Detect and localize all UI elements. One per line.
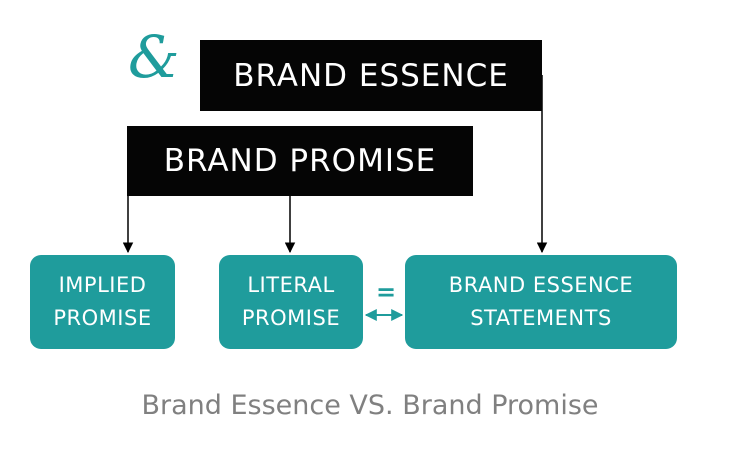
- brand-essence-statements-box: BRAND ESSENCE STATEMENTS: [405, 255, 677, 349]
- brand-promise-box: BRAND PROMISE: [127, 126, 473, 196]
- brand-essence-statements-line2: STATEMENTS: [470, 306, 612, 330]
- implied-promise-line2: PROMISE: [53, 306, 152, 330]
- literal-promise-box: LITERAL PROMISE: [219, 255, 363, 349]
- literal-promise-line1: LITERAL: [247, 273, 335, 297]
- literal-promise-line2: PROMISE: [241, 306, 341, 330]
- implied-promise-box: IMPLIED PROMISE: [30, 255, 175, 349]
- brand-essence-box: BRAND ESSENCE: [200, 40, 542, 111]
- brand-promise-label: BRAND PROMISE: [163, 143, 437, 179]
- brand-essence-statements-line1: BRAND ESSENCE: [448, 273, 634, 297]
- equals-icon: =: [375, 278, 397, 306]
- implied-promise-line1: IMPLIED: [58, 273, 147, 297]
- diagram-caption: Brand Essence VS. Brand Promise: [141, 390, 599, 421]
- ampersand-logo-icon: &: [128, 23, 180, 91]
- brand-essence-label: BRAND ESSENCE: [233, 57, 509, 94]
